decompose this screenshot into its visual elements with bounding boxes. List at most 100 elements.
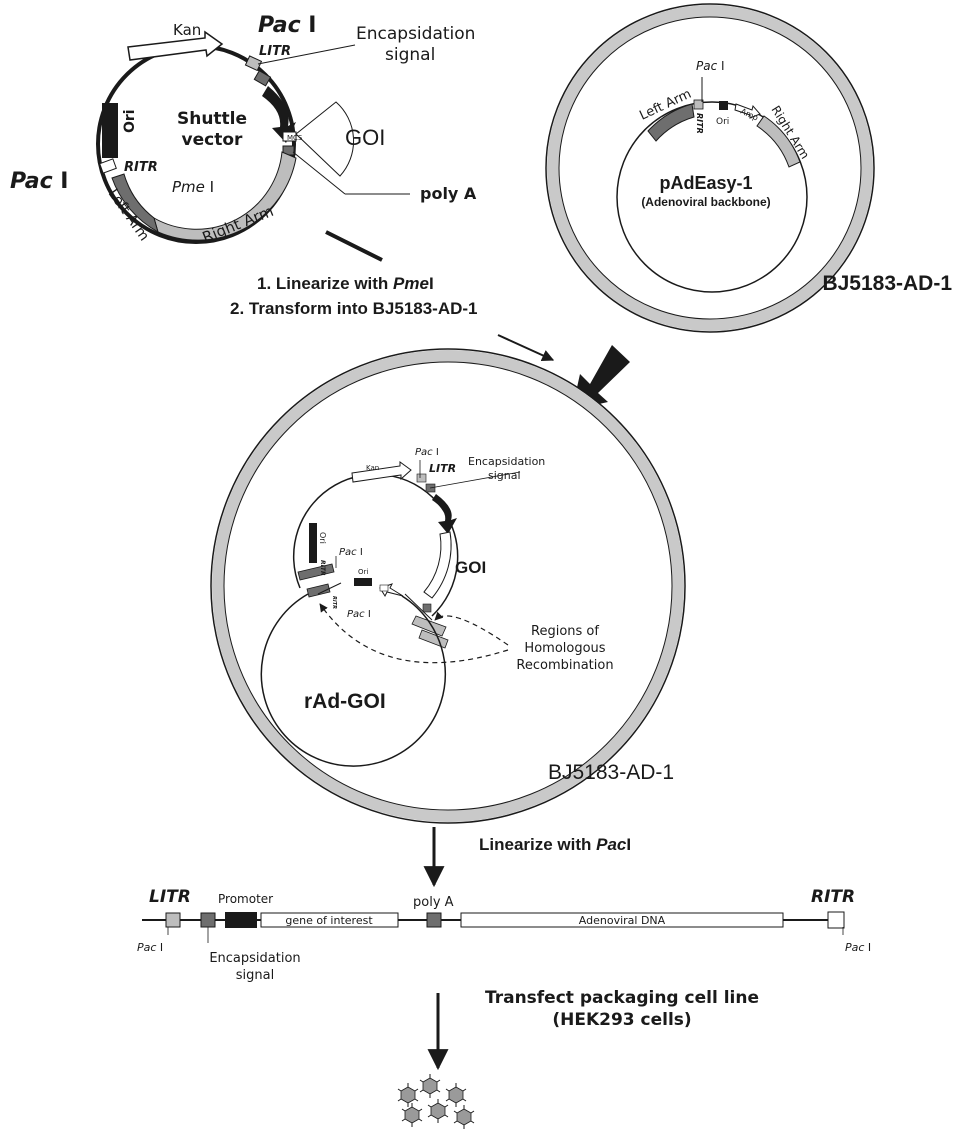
goi-label: GOI bbox=[345, 125, 385, 150]
ritr-label: RITR bbox=[124, 160, 158, 175]
rec-ritr-bottom-label: RITR bbox=[331, 596, 337, 609]
linear-gene-box bbox=[260, 912, 399, 928]
linear-polya-block bbox=[426, 912, 442, 928]
litr-square bbox=[244, 55, 263, 72]
crossover-left bbox=[317, 582, 342, 595]
rec-encap-label-2: signal bbox=[488, 469, 521, 482]
pad-right-arm bbox=[756, 115, 801, 168]
step3-line1: Transfect packaging cell line bbox=[485, 988, 759, 1008]
rec-pac-bottom-label: Pac I bbox=[347, 609, 371, 620]
step1-arrow bbox=[497, 334, 555, 361]
kan-gene bbox=[127, 30, 224, 61]
cell-inner bbox=[558, 16, 862, 320]
step2: Linearize with PacI bbox=[423, 827, 631, 888]
linear-litr-block bbox=[165, 912, 181, 928]
polya-leader-1 bbox=[292, 151, 346, 195]
linear-adeno-box bbox=[460, 912, 784, 928]
kan-label: Kan bbox=[173, 21, 201, 39]
rec-cell-outer bbox=[210, 348, 686, 824]
virus-icon bbox=[397, 1083, 419, 1107]
rec-promoter-arrow bbox=[432, 494, 457, 534]
rec-right-arm-top bbox=[411, 615, 447, 637]
padeasy-cell: Pac I Left Arm RITR Ori Amp Right Arm pA… bbox=[545, 3, 952, 333]
shuttle-vector: Kan Pac I LITR Encapsidation signal Shut… bbox=[10, 13, 477, 247]
virus-icon bbox=[427, 1099, 449, 1123]
rec-pac-top-label: Pac I bbox=[415, 447, 439, 458]
cell-outer bbox=[545, 3, 875, 333]
rad-goi-title: rAd-GOI bbox=[304, 690, 386, 713]
recomb-arrow-right bbox=[434, 611, 509, 646]
rad-goi-circle bbox=[260, 593, 447, 767]
virus-icon bbox=[419, 1074, 441, 1098]
shuttle-title-2: vector bbox=[182, 130, 243, 150]
pme-label: Pme I bbox=[172, 178, 214, 196]
right-arm-label: Right Arm bbox=[200, 202, 276, 247]
ori-label: Ori bbox=[122, 109, 138, 133]
litr-label: LITR bbox=[259, 44, 291, 59]
goi-wedge bbox=[295, 101, 354, 177]
encap-label-1: Encapsidation bbox=[356, 24, 475, 44]
rec-ori-bottom-block bbox=[354, 578, 372, 586]
virus-icon bbox=[445, 1083, 467, 1107]
regions-label-1: Regions of bbox=[531, 624, 599, 639]
linear-polya-label: poly A bbox=[413, 895, 454, 910]
cell-membrane bbox=[547, 5, 873, 331]
mcs-box bbox=[282, 131, 297, 142]
mcs-label: MCS bbox=[287, 134, 303, 142]
linear-ritr-label: RITR bbox=[811, 887, 855, 907]
regions-label-3: Recombination bbox=[516, 658, 613, 673]
padeasy-plasmid bbox=[616, 101, 808, 293]
step1-line2: 2. Transform into BJ5183-AD-1 bbox=[230, 299, 478, 318]
rec-ori-top-block bbox=[309, 523, 317, 563]
ritr-square bbox=[99, 158, 117, 174]
pad-cell-label: BJ5183-AD-1 bbox=[822, 272, 952, 295]
rec-litr-label: LITR bbox=[429, 462, 456, 475]
recombination-cell: Pac I Kan LITR Encapsidation signal Ori … bbox=[210, 348, 686, 824]
linear-genome: LITR Promoter gene of interest poly A Ad… bbox=[137, 887, 871, 983]
virus-particles bbox=[397, 1074, 475, 1129]
rec-cell-inner bbox=[223, 361, 673, 811]
linear-pac-right-label: Pac I bbox=[845, 941, 871, 954]
rec-small-box bbox=[379, 584, 389, 592]
encap-label-2: signal bbox=[385, 45, 435, 65]
linear-encap-block bbox=[200, 912, 216, 928]
rec-ritr-top-label: RITR bbox=[319, 560, 326, 576]
rec-ori-bottom-label: Ori bbox=[358, 568, 368, 576]
step3-line2: (HEK293 cells) bbox=[552, 1010, 691, 1030]
pad-title: pAdEasy-1 bbox=[659, 173, 752, 193]
regions-label-2: Homologous bbox=[524, 641, 605, 656]
rec-left-arm-bottom bbox=[306, 583, 331, 598]
rec-goi-arc bbox=[423, 531, 452, 599]
left-arm-arc bbox=[111, 173, 159, 234]
linear-litr-label: LITR bbox=[149, 887, 191, 907]
linear-pac-left-label: Pac I bbox=[137, 941, 163, 954]
virus-icon bbox=[401, 1103, 423, 1127]
linear-promoter-label: Promoter bbox=[218, 892, 273, 906]
encapsidation-square bbox=[253, 69, 272, 87]
linear-promoter-block bbox=[225, 912, 257, 928]
rec-left-arm-top bbox=[297, 563, 335, 581]
step1-arrow-shaft-top bbox=[325, 230, 383, 262]
rec-pac-mid-label: Pac I bbox=[339, 547, 363, 558]
promoter-arrow bbox=[262, 86, 296, 143]
pad-amp-arrow bbox=[734, 103, 761, 119]
polya-label: poly A bbox=[420, 184, 477, 203]
pad-ori-block bbox=[719, 101, 728, 110]
pad-ori-label: Ori bbox=[716, 117, 729, 127]
pad-left-arm bbox=[647, 103, 695, 142]
recomb-arrow-left bbox=[319, 603, 509, 664]
rec-cell-membrane bbox=[212, 350, 684, 822]
rec-ori-top-label: Ori bbox=[318, 532, 327, 544]
rec-encap-leader bbox=[429, 471, 521, 489]
encap-leader bbox=[257, 44, 356, 65]
pad-pac-label: Pac I bbox=[696, 59, 725, 73]
step3: Transfect packaging cell line (HEK293 ce… bbox=[427, 988, 759, 1071]
rec-litr-square bbox=[416, 473, 427, 483]
pac-left-label: Pac I bbox=[10, 169, 68, 194]
rec-kan-arrow bbox=[351, 461, 412, 483]
rec-polya-square bbox=[422, 603, 432, 613]
pad-subtitle: (Adenoviral backbone) bbox=[641, 195, 770, 209]
shuttle-title-1: Shuttle bbox=[177, 109, 247, 129]
